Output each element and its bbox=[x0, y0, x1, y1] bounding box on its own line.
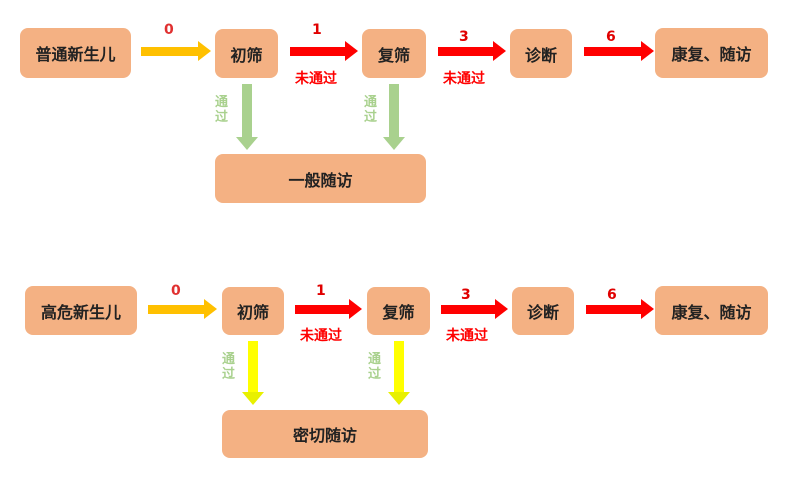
step-label-1-high: 1 bbox=[316, 283, 326, 299]
step-label-1: 1 bbox=[312, 22, 322, 38]
arrow-fail-1 bbox=[290, 41, 358, 61]
normal-newborn-node: 普通新生儿 bbox=[20, 28, 131, 78]
arrow-pass-2-high bbox=[388, 341, 410, 405]
arrow-fail-1-high bbox=[295, 299, 362, 319]
initial-screening-node: 初筛 bbox=[215, 29, 278, 78]
arrow-fail-2-high bbox=[441, 299, 508, 319]
arrow-diagnosis bbox=[584, 41, 654, 61]
arrow-diagnosis-high bbox=[586, 299, 654, 319]
arrow-pass-1-high bbox=[242, 341, 264, 405]
fail-label-2: 未通过 bbox=[443, 71, 485, 87]
arrow-start-high bbox=[148, 299, 217, 319]
pass-label-1-high: 通过 bbox=[222, 352, 236, 382]
pass-label-1: 通过 bbox=[215, 95, 229, 125]
close-followup-node: 密切随访 bbox=[222, 410, 428, 458]
pass-label-2-high: 通过 bbox=[368, 352, 382, 382]
step-label-3: 3 bbox=[459, 29, 469, 45]
step-label-0-high: 0 bbox=[171, 283, 181, 299]
arrow-start bbox=[141, 41, 211, 61]
fail-label-2-high: 未通过 bbox=[446, 328, 488, 344]
rescreening-node-high: 复筛 bbox=[367, 287, 430, 335]
step-label-6-high: 6 bbox=[607, 287, 617, 303]
rehab-node: 康复、随访 bbox=[655, 28, 768, 78]
arrow-pass-1 bbox=[236, 84, 258, 150]
rehab-node-high: 康复、随访 bbox=[655, 286, 768, 335]
rescreening-node: 复筛 bbox=[362, 29, 426, 78]
arrow-pass-2 bbox=[383, 84, 405, 150]
high-risk-newborn-node: 高危新生儿 bbox=[25, 286, 137, 335]
pass-label-2: 通过 bbox=[364, 95, 378, 125]
arrow-fail-2 bbox=[438, 41, 506, 61]
general-followup-node: 一般随访 bbox=[215, 154, 426, 203]
diagnosis-node: 诊断 bbox=[510, 29, 572, 78]
step-label-3-high: 3 bbox=[461, 287, 471, 303]
diagnosis-node-high: 诊断 bbox=[512, 287, 574, 335]
fail-label-1-high: 未通过 bbox=[300, 328, 342, 344]
step-label-0: 0 bbox=[164, 22, 174, 38]
initial-screening-node-high: 初筛 bbox=[222, 287, 284, 335]
step-label-6: 6 bbox=[606, 29, 616, 45]
fail-label-1: 未通过 bbox=[295, 71, 337, 87]
